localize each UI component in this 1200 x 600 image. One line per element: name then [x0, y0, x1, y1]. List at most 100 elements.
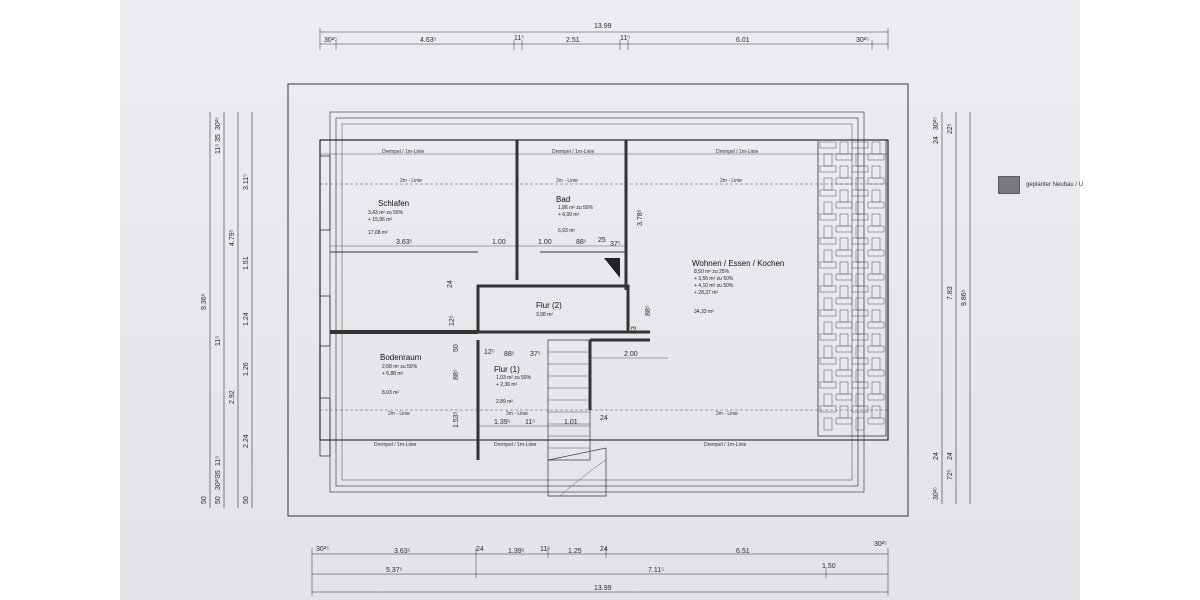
- room-bodenraum-name: Bodenraum: [380, 353, 422, 362]
- terrace-brick: [819, 189, 837, 197]
- flur2-walls: [476, 284, 630, 334]
- dim-left-10: 2.24: [243, 434, 250, 448]
- dim-left-outer: 9.36⁵: [201, 293, 208, 310]
- room-bad-total: 6,93 m²: [558, 228, 575, 234]
- dim-bottom-r2-2: 1.50: [822, 563, 836, 570]
- terrace-brick: [855, 273, 865, 287]
- terrace-brick: [855, 345, 865, 359]
- drempel-label-flur1: Drempel / 1m-Linie: [494, 442, 536, 448]
- terrace-brick: [835, 273, 853, 281]
- left-dimension-chain: 9.36⁵ 30²⁵ 35 11⁵ 3.11⁵ 4.79⁵ 1.51 1.24 …: [201, 112, 253, 508]
- dim-right-4: 9.86⁵: [961, 289, 968, 306]
- dim-left-11: 11⁵: [215, 456, 222, 466]
- terrace-brick: [823, 249, 833, 263]
- terrace-brick: [823, 297, 833, 311]
- terrace-brick: [835, 417, 853, 425]
- terrace-brick: [851, 213, 869, 221]
- terrace-brick: [871, 381, 881, 395]
- room-wohnen-l3: + 4,10 m² zu 50%: [694, 283, 734, 289]
- dim-interior-21: 24: [933, 452, 940, 460]
- terrace-brick: [839, 333, 849, 347]
- terrace-brick: [835, 177, 853, 185]
- dim-interior-6: 3.78⁵: [637, 209, 644, 226]
- dim-bottom-total: 13.99: [594, 585, 612, 592]
- terrace-brick: [835, 153, 853, 161]
- terrace-brick: [871, 333, 881, 347]
- dim-left-1: 35: [215, 134, 222, 142]
- two-m-label-bad: 2m - Linie: [556, 178, 578, 184]
- outer-wall: [319, 139, 889, 441]
- dim-top-seg-0: 30²⁵: [324, 37, 337, 44]
- floor-plan: Drempel / 1m-Linie Drempel / 1m-Linie Dr…: [201, 23, 971, 596]
- top-dimension-chain: 13.99 30²⁵ 4.63⁵ 11⁵ 2.51 11⁵ 6.01 30²⁵: [319, 23, 889, 50]
- room-wohnen-total: 34,33 m²: [694, 309, 714, 315]
- terrace-brick: [835, 225, 853, 233]
- drempel-label-bodenraum: Drempel / 1m-Linie: [374, 442, 416, 448]
- wall-left-1: [319, 155, 331, 231]
- dim-left-15: 50: [215, 496, 222, 504]
- dim-bottom-r1-7: 6.51: [736, 548, 750, 555]
- dim-interior-9: 12⁵: [484, 349, 495, 356]
- terrace-brick: [819, 237, 837, 245]
- terrace-brick: [839, 357, 849, 371]
- terrace-brick: [835, 369, 853, 377]
- terrace-brick: [867, 177, 885, 185]
- drempel-label-bad: Drempel / 1m-Linie: [552, 149, 594, 155]
- dim-left-16: 50: [243, 496, 250, 504]
- dim-bottom-r1-8: 30²⁵: [874, 541, 887, 548]
- dim-interior-11: 37⁵: [530, 351, 541, 358]
- terrace-brick: [819, 261, 837, 269]
- terrace-brick: [867, 225, 885, 233]
- terrace-brick: [819, 141, 837, 149]
- dim-bottom-r2-1: 7.11⁵: [648, 567, 664, 574]
- terrace-brick: [851, 261, 869, 269]
- dim-interior-2: 1.00: [538, 239, 552, 246]
- terrace-brick: [867, 417, 885, 425]
- dim-right-0: 30²⁵: [933, 117, 940, 130]
- dim-interior-1: 1.00: [492, 239, 506, 246]
- room-wohnen-name: Wohnen / Essen / Kochen: [692, 259, 784, 268]
- dim-bottom-r2-0: 5.37⁵: [386, 567, 403, 574]
- terrace-brick: [819, 213, 837, 221]
- right-dimension-chain: 30²⁵ 24 22⁵ 7.83 9.86⁵ 24 72⁵ 30²⁵: [933, 112, 971, 504]
- room-bodenraum-l2: + 6,88 m²: [382, 371, 404, 377]
- room-schlafen-name: Schlafen: [378, 199, 409, 208]
- dim-left-5: 1.51: [243, 256, 250, 270]
- terrace-brick: [819, 285, 837, 293]
- terrace-brick: [839, 405, 849, 419]
- dim-interior-20: 50: [453, 344, 460, 352]
- dim-bottom-r1-2: 24: [476, 546, 484, 553]
- terrace-brick: [867, 345, 885, 353]
- room-bodenraum-total: 8,03 m²: [382, 390, 399, 396]
- dim-interior-10: 88⁵: [504, 351, 515, 358]
- terrace-brick: [835, 321, 853, 329]
- terrace-brick: [839, 381, 849, 395]
- terrace-brick: [851, 237, 869, 245]
- dim-bottom-r1-1: 3.63⁵: [394, 548, 411, 555]
- dim-right-3: 7.83: [947, 286, 954, 300]
- terrace-brick: [823, 417, 833, 431]
- terrace-brick: [855, 417, 865, 431]
- terrace-brick: [839, 189, 849, 203]
- terrace-area: [817, 139, 887, 437]
- dim-bottom-r1-3: 1.39⁵: [508, 548, 525, 555]
- terrace-brick: [823, 273, 833, 287]
- legend: geplanter Neubau / U: [998, 176, 1083, 194]
- dim-top-seg-1: 4.63⁵: [420, 37, 437, 44]
- terrace-brick: [855, 297, 865, 311]
- room-bodenraum-l1: 2,68 m² zu 50%: [382, 364, 418, 370]
- terrace-brick: [823, 153, 833, 167]
- terrace-brick: [867, 249, 885, 257]
- dim-bottom-r1-4: 11⁵: [540, 546, 550, 553]
- terrace-brick: [855, 369, 865, 383]
- dim-interior-18: 24: [447, 280, 454, 288]
- terrace-brick: [855, 249, 865, 263]
- dim-right-2: 22⁵: [947, 123, 954, 134]
- terrace-brick: [839, 237, 849, 251]
- room-schlafen-total: 17,68 m²: [368, 230, 388, 236]
- dim-interior-7: 88⁵: [645, 305, 652, 316]
- dim-right-6: 72⁵: [947, 469, 954, 480]
- terrace-brick: [871, 165, 881, 179]
- dim-right-1: 24: [933, 136, 940, 144]
- dim-interior-8: 2.00: [624, 351, 638, 358]
